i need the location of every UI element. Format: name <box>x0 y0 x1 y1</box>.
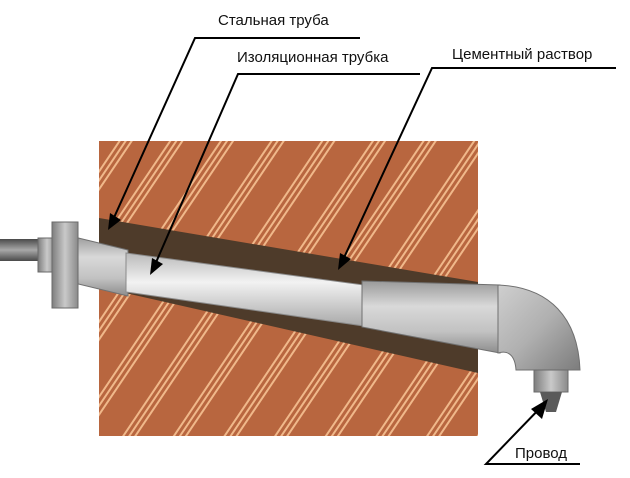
label-insulation-tube: Изоляционная трубка <box>237 49 389 66</box>
label-steel-pipe: Стальная труба <box>218 12 329 29</box>
arrow-cement-mortar <box>338 253 351 270</box>
arrow-steel-pipe <box>108 213 121 230</box>
leader-steel-pipe <box>111 37 360 223</box>
arrow-insulation-tube <box>150 258 163 275</box>
label-wire: Провод <box>515 445 568 462</box>
label-cement-mortar: Цементный раствор <box>452 46 593 63</box>
pipe-elbow <box>497 284 581 371</box>
leader-cement-mortar <box>341 67 616 263</box>
elbow-end-fitting <box>533 369 569 393</box>
flange-plate <box>51 221 79 309</box>
leader-insulation-tube <box>153 73 420 268</box>
leader-wire <box>483 403 580 465</box>
left-cable <box>0 239 44 261</box>
arrow-wire <box>531 399 548 419</box>
